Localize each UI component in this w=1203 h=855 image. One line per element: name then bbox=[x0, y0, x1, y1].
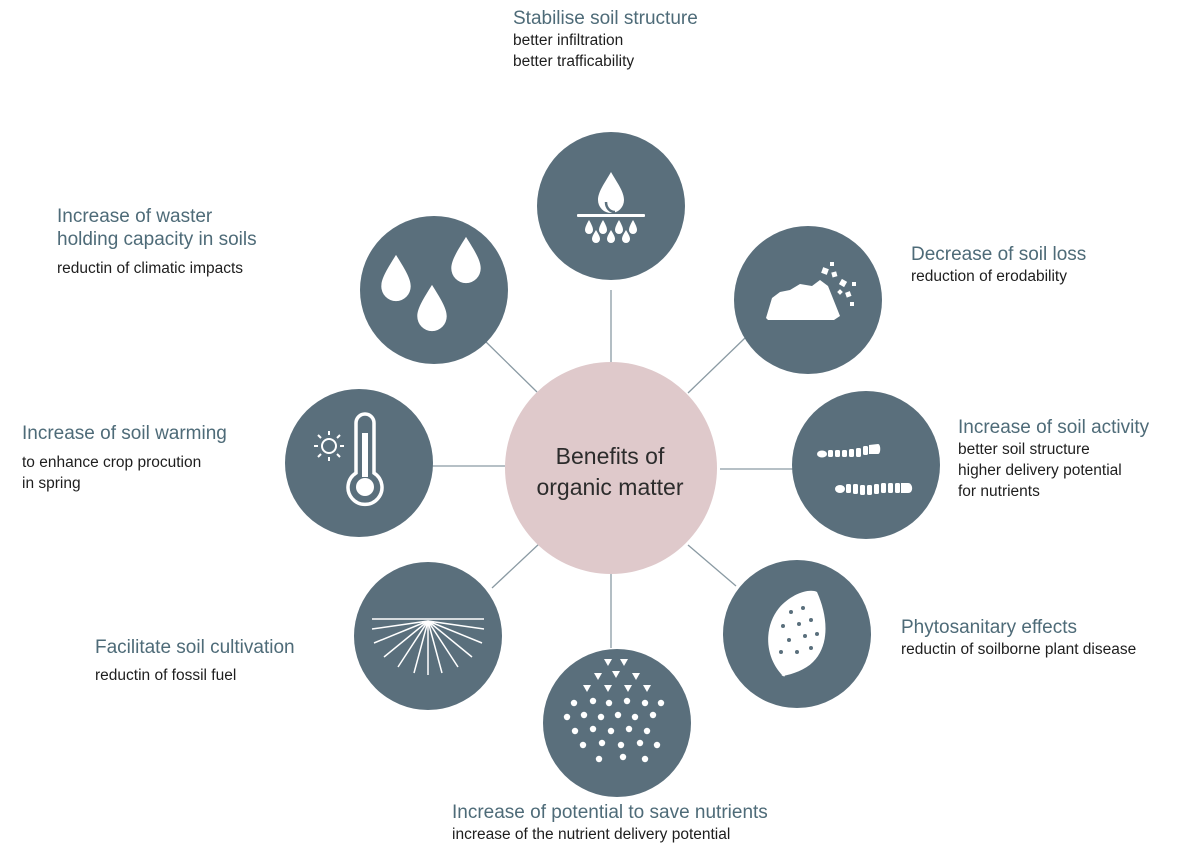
node-circle-right bbox=[792, 391, 940, 539]
earthworm-upper bbox=[817, 444, 881, 458]
label-facilitate-soil-cultivation: Facilitate soil cultivation reductin of … bbox=[95, 636, 295, 686]
radiating-lines-icon bbox=[371, 618, 485, 675]
label-decrease-soil-loss: Decrease of soil loss reduction of eroda… bbox=[911, 243, 1086, 287]
earthworm-lower bbox=[835, 483, 913, 495]
label-save-nutrients: Increase of potential to save nutrients … bbox=[452, 801, 768, 845]
center-title-line-2: organic matter bbox=[536, 474, 684, 500]
label-detail: reduction of erodability bbox=[911, 268, 1067, 285]
label-detail: increase of the nutrient delivery potent… bbox=[452, 826, 731, 843]
label-heading: Increase of soil activity bbox=[958, 417, 1150, 438]
center-title-line-1: Benefits of bbox=[555, 443, 665, 469]
sun-icon bbox=[314, 431, 344, 461]
earthworms-icon bbox=[817, 444, 913, 495]
label-increase-soil-activity: Increase of soil activity better soil st… bbox=[958, 416, 1149, 502]
label-heading: Phytosanitary effects bbox=[901, 617, 1078, 638]
label-detail: better soil structure bbox=[958, 441, 1090, 458]
leaf-icon bbox=[768, 590, 826, 677]
nutrient-particles-icon bbox=[563, 659, 665, 763]
label-detail: reductin of fossil fuel bbox=[95, 667, 237, 684]
connector-bottom-left bbox=[491, 542, 541, 589]
label-detail: to enhance crop procution bbox=[22, 454, 202, 471]
center-circle bbox=[505, 362, 717, 574]
label-stabilise-soil-structure: Stabilise soil structure better infiltra… bbox=[513, 7, 698, 72]
label-heading: Facilitate soil cultivation bbox=[95, 637, 295, 658]
label-detail: better infiltration bbox=[513, 32, 624, 49]
label-detail: in spring bbox=[22, 475, 81, 492]
connector-bottom-right bbox=[687, 544, 737, 587]
label-detail: reductin of climatic impacts bbox=[57, 260, 244, 277]
connector-lines bbox=[430, 290, 793, 648]
label-heading: Increase of potential to save nutrients bbox=[452, 802, 768, 823]
label-detail: reductin of soilborne plant disease bbox=[901, 641, 1137, 658]
connector-top-right bbox=[687, 337, 746, 394]
label-detail: higher delivery potential bbox=[958, 462, 1122, 479]
label-detail: better trafficability bbox=[513, 53, 635, 70]
thermometer-sun-icon bbox=[314, 412, 384, 507]
label-water-holding-capacity: Increase of waster holding capacity in s… bbox=[57, 205, 257, 279]
label-phytosanitary-effects: Phytosanitary effects reductin of soilbo… bbox=[901, 616, 1136, 660]
label-increase-soil-warming: Increase of soil warming to enhance crop… bbox=[22, 422, 227, 494]
label-heading: Decrease of soil loss bbox=[911, 244, 1087, 265]
eroding-soil-icon bbox=[766, 262, 856, 320]
connector-top-left bbox=[481, 337, 538, 393]
center-title: Benefits of organic matter bbox=[505, 392, 715, 552]
label-detail: for nutrients bbox=[958, 483, 1040, 500]
node-circle-bottom bbox=[543, 649, 691, 797]
label-heading: Increase of waster bbox=[57, 206, 213, 227]
label-heading: Stabilise soil structure bbox=[513, 8, 698, 29]
water-drop-filtration-icon bbox=[577, 172, 645, 243]
label-heading: holding capacity in soils bbox=[57, 229, 257, 250]
node-circle-left bbox=[285, 389, 433, 537]
label-heading: Increase of soil warming bbox=[22, 423, 227, 444]
